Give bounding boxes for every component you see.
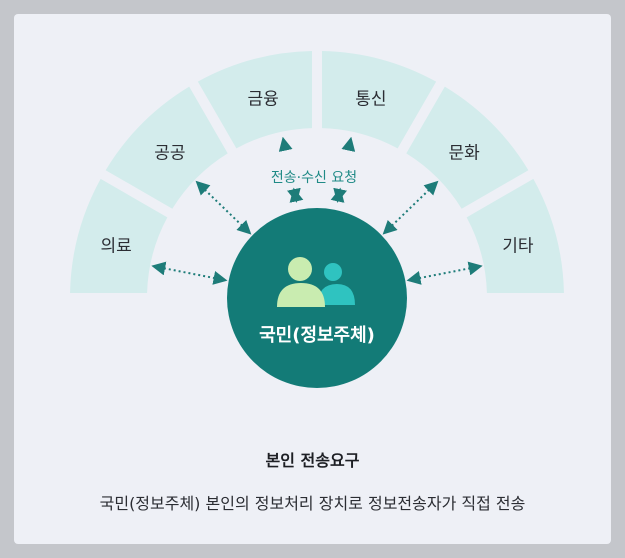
transfer-arrow-3	[287, 187, 304, 203]
sector-3	[197, 51, 313, 149]
caption-description: 국민(정보주체) 본인의 정보처리 장치로 정보전송자가 직접 전송	[99, 494, 526, 513]
sector-label-6: 기타	[502, 236, 534, 257]
sector-label-1: 의료	[100, 236, 132, 257]
upper-transfer-arrow-1	[278, 136, 293, 152]
sector-label-5: 문화	[448, 143, 480, 164]
sector-1	[70, 178, 168, 294]
transfer-request-label: 전송·수신 요청	[270, 170, 358, 186]
sector-label-2: 공공	[154, 143, 186, 164]
sector-label-3: 금융	[247, 89, 279, 110]
sector-6	[466, 178, 564, 294]
people-icon	[277, 257, 355, 307]
center-label: 국민(정보주체)	[259, 325, 375, 346]
sector-2	[105, 86, 228, 209]
sector-4	[321, 51, 437, 149]
transfer-arrow-4	[330, 187, 347, 203]
sector-label-4: 통신	[355, 89, 387, 110]
sector-5	[406, 86, 529, 209]
transfer-arrow-2	[195, 180, 252, 235]
transfer-arrow-6	[406, 261, 483, 285]
transfer-arrow-5	[382, 180, 439, 235]
caption-title: 본인 전송요구	[265, 451, 360, 470]
upper-transfer-arrow-2	[341, 136, 356, 152]
transfer-arrow-1	[151, 261, 228, 285]
